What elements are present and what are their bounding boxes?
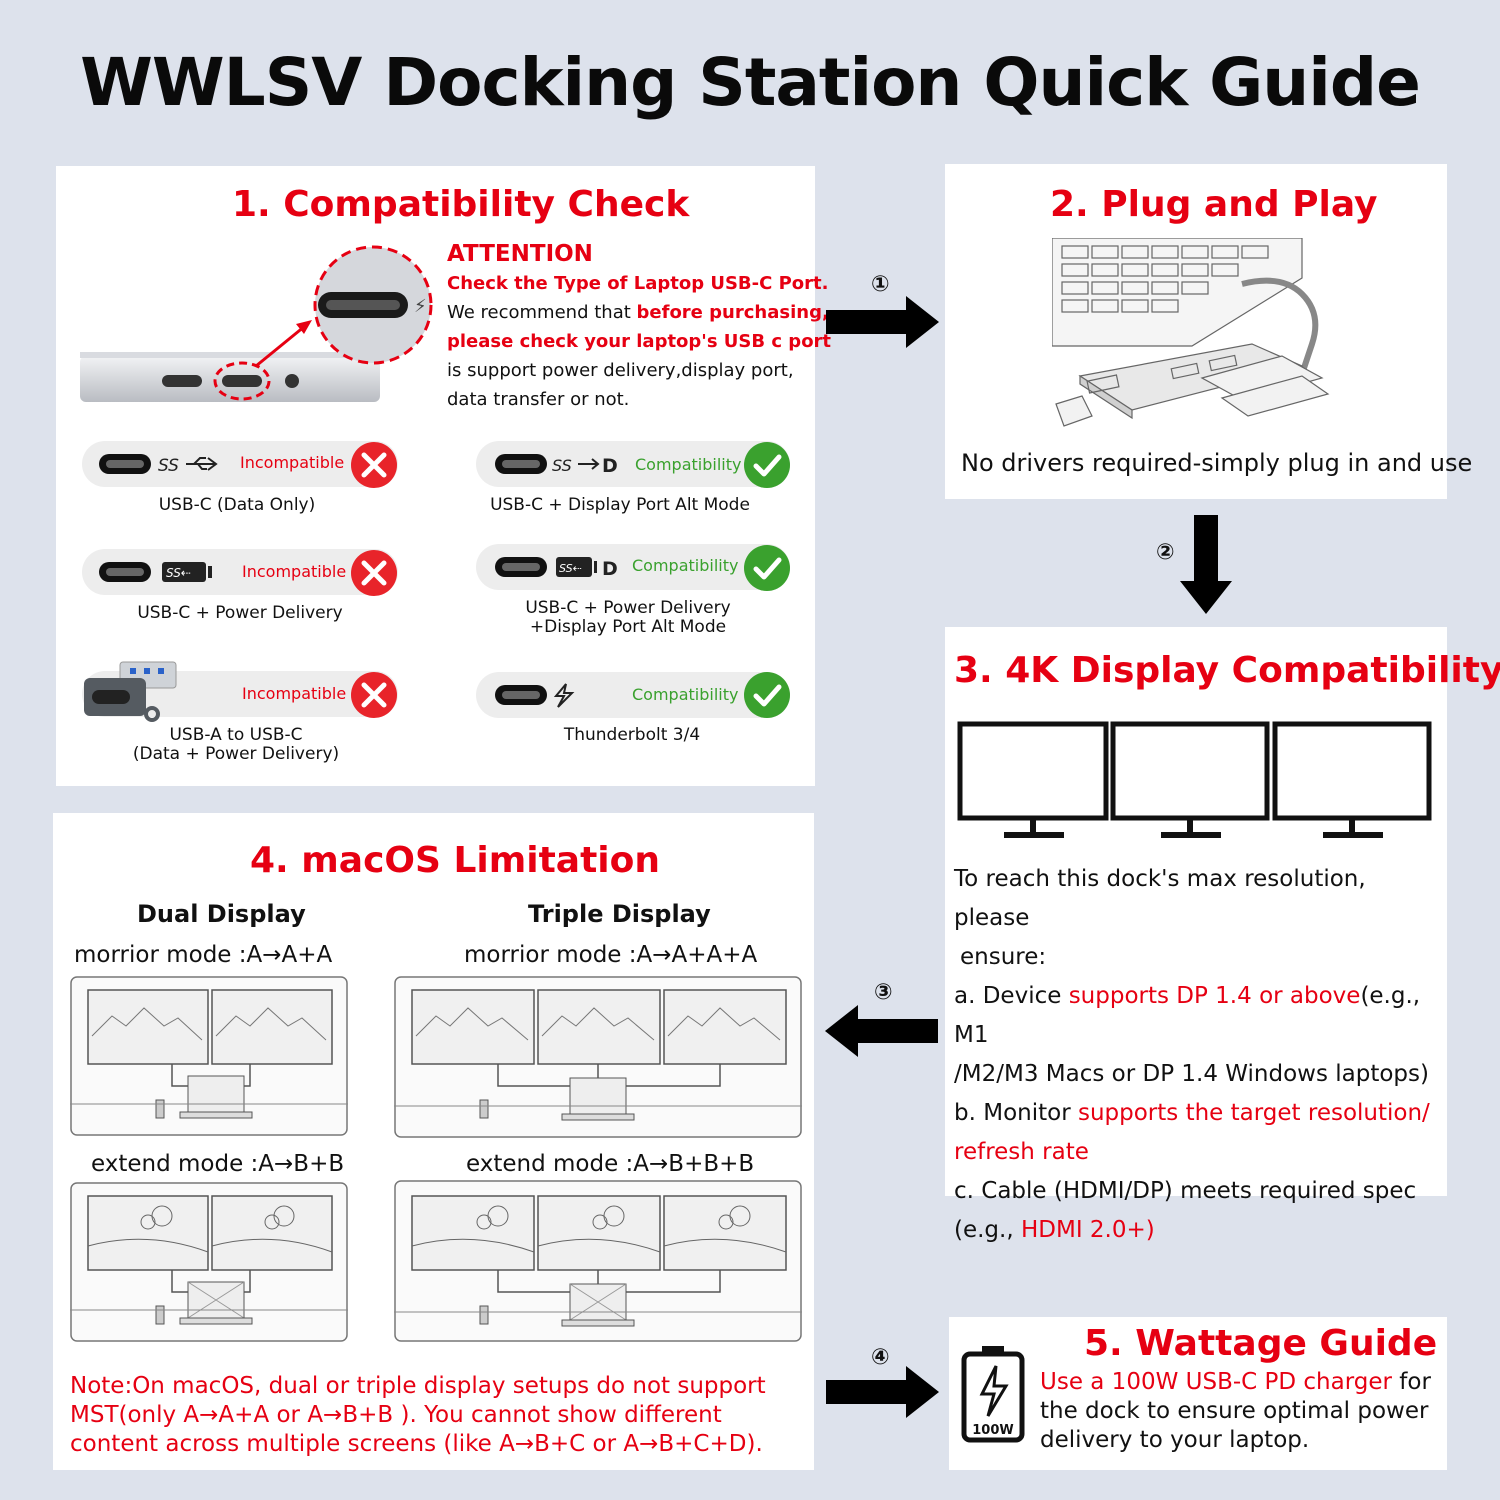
plug-play-title: 2. Plug and Play bbox=[1050, 184, 1378, 225]
req-c-prefix: (e.g., bbox=[954, 1217, 1021, 1243]
port-label: USB-C + Power Delivery bbox=[525, 598, 731, 618]
recommend-red: before purchasing, bbox=[636, 302, 829, 323]
compatibility-title: 1. Compatibility Check bbox=[232, 184, 690, 225]
attention-heading: ATTENTION bbox=[447, 241, 593, 267]
req-b-prefix: b. Monitor bbox=[954, 1100, 1078, 1126]
requirement-a: a. Device supports DP 1.4 or above(e.g.,… bbox=[954, 977, 1444, 1055]
wattage-red: Use a 100W USB-C PD charger bbox=[1040, 1369, 1392, 1395]
dual-display-heading: Dual Display bbox=[137, 900, 306, 928]
arrow-right-icon bbox=[826, 296, 939, 348]
intro-line: To reach this dock's max resolution, ple… bbox=[954, 866, 1366, 931]
svg-text:D: D bbox=[602, 558, 618, 579]
triple-extend-label: extend mode :A→B+B+B bbox=[466, 1151, 755, 1177]
check-icon bbox=[744, 442, 790, 488]
cross-icon bbox=[351, 672, 397, 718]
port-label: USB-C + Power Delivery bbox=[137, 603, 343, 623]
usbc-pd-dp-icon: SS⇠ D bbox=[495, 557, 618, 579]
svg-text:SS: SS bbox=[552, 456, 572, 475]
arrow-down-icon bbox=[1180, 515, 1232, 614]
wattage-title: 5. Wattage Guide bbox=[1084, 1323, 1438, 1364]
usbc-dp-icon: SS D bbox=[495, 454, 618, 476]
status-compatibility: Compatibility bbox=[632, 556, 739, 575]
support-text: is support power delivery,display port, bbox=[447, 360, 794, 381]
triple-mirror-diagram bbox=[394, 976, 802, 1138]
usbc-port-icon: SS bbox=[99, 454, 218, 476]
dock-illustration bbox=[1052, 238, 1330, 427]
triple-display-heading: Triple Display bbox=[528, 900, 711, 928]
transfer-text: data transfer or not. bbox=[447, 389, 630, 410]
wattage-panel bbox=[949, 1317, 1447, 1470]
step-number-2: ② bbox=[1156, 540, 1175, 565]
usbc-pd-icon: SS⇠ bbox=[99, 562, 212, 582]
requirement-c-line2: (e.g., HDMI 2.0+) bbox=[954, 1211, 1444, 1250]
req-b-red: supports the target resolution/ bbox=[1077, 1100, 1430, 1126]
status-incompatible: Incompatible bbox=[242, 562, 347, 581]
check-type-text: Check the Type of Laptop USB-C Port. bbox=[447, 273, 829, 294]
cross-icon bbox=[351, 550, 397, 596]
cross-icon bbox=[351, 442, 397, 488]
intro-line-2: ensure: bbox=[960, 944, 1047, 970]
requirement-b: b. Monitor supports the target resolutio… bbox=[954, 1094, 1444, 1133]
triple-extend-diagram bbox=[394, 1180, 802, 1342]
wattage-rest: for the dock to ensure optimal power del… bbox=[1040, 1369, 1431, 1453]
step-number-3: ③ bbox=[874, 980, 893, 1005]
status-compatibility: Compatibility bbox=[632, 685, 739, 704]
display-compat-title: 3. 4K Display Compatibility bbox=[954, 650, 1500, 691]
dual-extend-label: extend mode :A→B+B bbox=[91, 1151, 345, 1177]
dual-extend-diagram bbox=[70, 1182, 348, 1342]
port-label-line2: +Display Port Alt Mode bbox=[529, 617, 727, 637]
step-number-4: ④ bbox=[871, 1345, 890, 1370]
triple-mirror-label: morrior mode :A→A+A+A bbox=[464, 942, 758, 968]
status-incompatible: Incompatible bbox=[242, 684, 347, 703]
req-a-suffix: (e.g., M1 bbox=[954, 983, 1421, 1048]
main-title: WWLSV Docking Station Quick Guide bbox=[80, 44, 1421, 121]
step-number-1: ① bbox=[871, 272, 890, 297]
usb-adapter-icon bbox=[84, 661, 177, 722]
thunderbolt-port-icon bbox=[495, 683, 575, 708]
req-a-red: supports DP 1.4 or above bbox=[1068, 983, 1361, 1009]
check-icon bbox=[744, 545, 790, 591]
resolution-instructions: To reach this dock's max resolution, ple… bbox=[954, 860, 1444, 1250]
recommend-normal: We recommend that bbox=[447, 302, 637, 323]
arrow-left-icon bbox=[825, 1005, 938, 1057]
port-label: USB-C + Display Port Alt Mode bbox=[490, 495, 750, 515]
dual-mirror-diagram bbox=[70, 976, 348, 1136]
requirement-b-line2: refresh rate bbox=[954, 1139, 1089, 1165]
arrow-right-icon bbox=[826, 1366, 939, 1418]
port-label: USB-C (Data Only) bbox=[158, 495, 316, 515]
req-c-red: HDMI 2.0+) bbox=[1020, 1217, 1155, 1243]
port-label: Thunderbolt 3/4 bbox=[563, 725, 701, 745]
port-label: USB-A to USB-C bbox=[169, 725, 303, 745]
wattage-text: Use a 100W USB-C PD charger for the dock… bbox=[1040, 1368, 1440, 1455]
status-compatibility: Compatibility bbox=[635, 455, 742, 474]
recommend-text: We recommend that before purchasing, bbox=[447, 302, 829, 323]
macos-panel bbox=[53, 813, 814, 1470]
svg-text:D: D bbox=[602, 455, 618, 476]
port-label-line2: (Data + Power Delivery) bbox=[132, 744, 340, 764]
requirement-a-line2: /M2/M3 Macs or DP 1.4 Windows laptops) bbox=[954, 1061, 1429, 1087]
status-incompatible: Incompatible bbox=[240, 453, 345, 472]
svg-text:SS: SS bbox=[158, 456, 179, 476]
plug-play-caption: No drivers required-simply plug in and u… bbox=[961, 449, 1473, 477]
dual-mirror-label: morrior mode :A→A+A bbox=[74, 942, 333, 968]
three-monitors-icon bbox=[957, 721, 1432, 838]
svg-text:⚡: ⚡ bbox=[414, 296, 427, 317]
macos-note: Note:On macOS, dual or triple display se… bbox=[70, 1373, 766, 1457]
req-a-prefix: a. Device bbox=[954, 983, 1069, 1009]
svg-text:SS⇠: SS⇠ bbox=[559, 562, 582, 575]
battery-label: 100W bbox=[972, 1423, 1013, 1438]
requirement-c: c. Cable (HDMI/DP) meets required spec bbox=[954, 1178, 1417, 1204]
macos-title: 4. macOS Limitation bbox=[250, 840, 661, 881]
svg-text:SS⇠: SS⇠ bbox=[166, 566, 191, 580]
check-icon bbox=[744, 672, 790, 718]
laptop-port-illustration: ⚡ bbox=[80, 245, 433, 402]
check-port-text: please check your laptop's USB c port bbox=[447, 331, 832, 352]
battery-icon: 100W bbox=[961, 1346, 1025, 1443]
